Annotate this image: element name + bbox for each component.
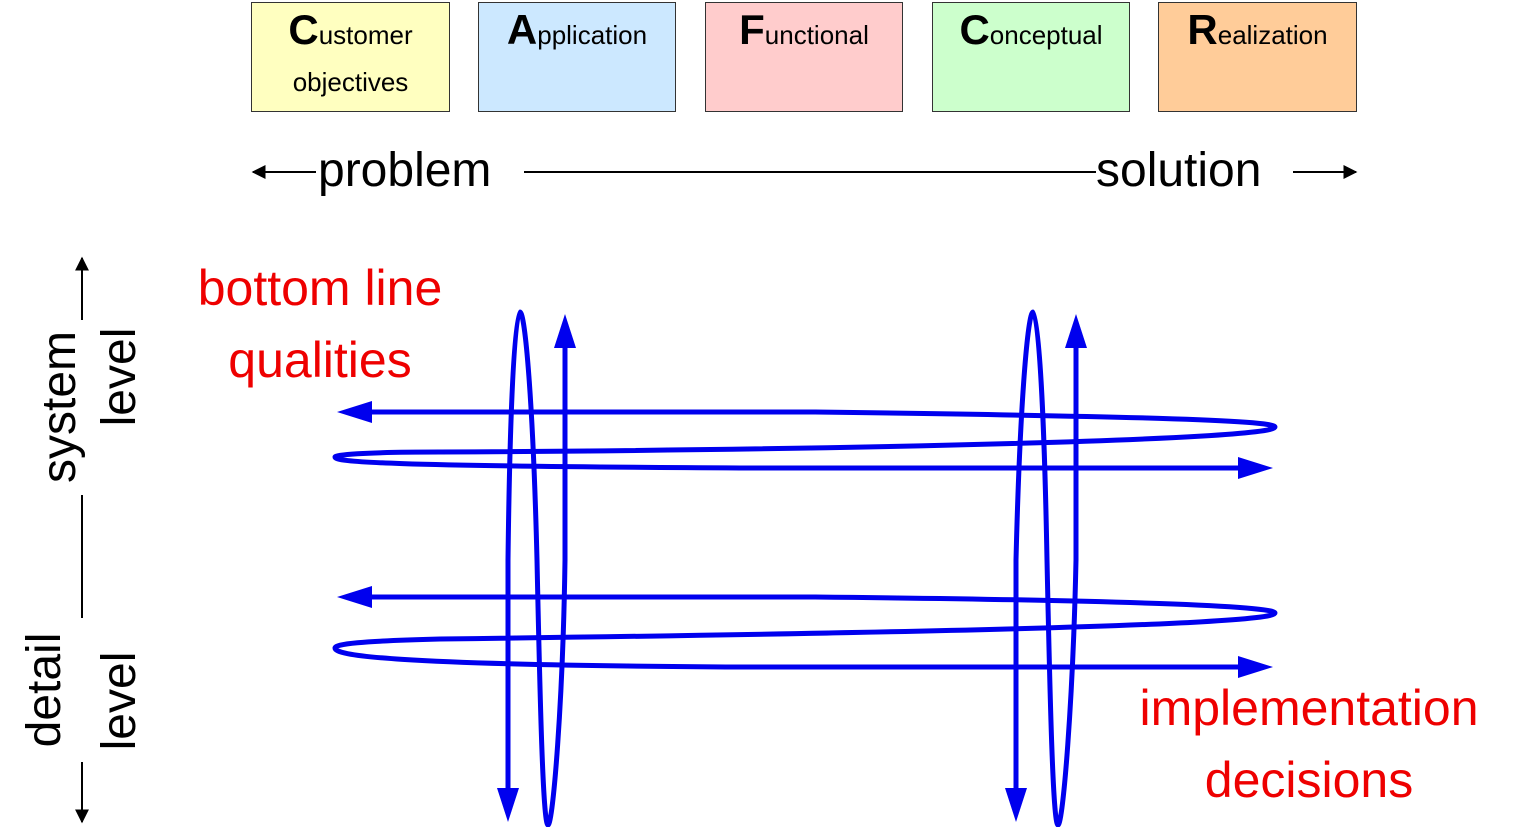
view-box-functional: Functional	[705, 2, 903, 112]
upper-loop-left-arrowhead	[337, 401, 372, 423]
view-initial: R	[1187, 6, 1218, 53]
view-initial: C	[959, 6, 990, 53]
solution-label: solution	[1096, 144, 1262, 197]
left-loop-down-arrowhead	[497, 788, 519, 822]
upper-loop-right-arrowhead	[1238, 457, 1273, 479]
view-box-conceptual: Conceptual	[932, 2, 1130, 112]
detail-level-label: level	[93, 651, 146, 751]
view-initial: A	[506, 6, 538, 53]
view-title: onceptual	[989, 20, 1103, 50]
view-title: pplication	[537, 20, 648, 50]
left-vertical-loop	[505, 309, 568, 827]
left-loop-up-arrowhead	[554, 314, 576, 348]
lower-horizontal-loop	[332, 594, 1278, 670]
decisions-label: decisions	[1204, 752, 1414, 808]
right-loop-up-arrowhead	[1065, 314, 1087, 348]
problem-label: problem	[318, 144, 492, 197]
right-loop-down-arrowhead	[1005, 788, 1027, 822]
view-box-realization: Realization	[1158, 2, 1357, 112]
view-title: unctional	[764, 20, 869, 50]
right-vertical-loop	[1013, 309, 1079, 827]
system-label: system	[33, 331, 86, 484]
implementation-label: implementation	[1139, 680, 1479, 736]
lower-loop-left-arrowhead	[337, 586, 372, 608]
upper-horizontal-loop	[332, 409, 1278, 471]
detail-label: detail	[18, 632, 71, 748]
bottom-line-label: bottom line	[197, 260, 443, 316]
view-initial: C	[288, 6, 319, 53]
view-subtitle: objectives	[292, 67, 409, 97]
view-box-application: Application	[478, 2, 676, 112]
view-title: ustomer	[318, 20, 413, 50]
view-box-customer: Customer objectives	[251, 2, 450, 112]
view-title: ealization	[1217, 20, 1328, 50]
qualities-label: qualities	[228, 332, 412, 388]
lower-loop-right-arrowhead	[1238, 656, 1273, 678]
system-level-label: level	[93, 327, 146, 427]
view-initial: F	[739, 6, 765, 53]
